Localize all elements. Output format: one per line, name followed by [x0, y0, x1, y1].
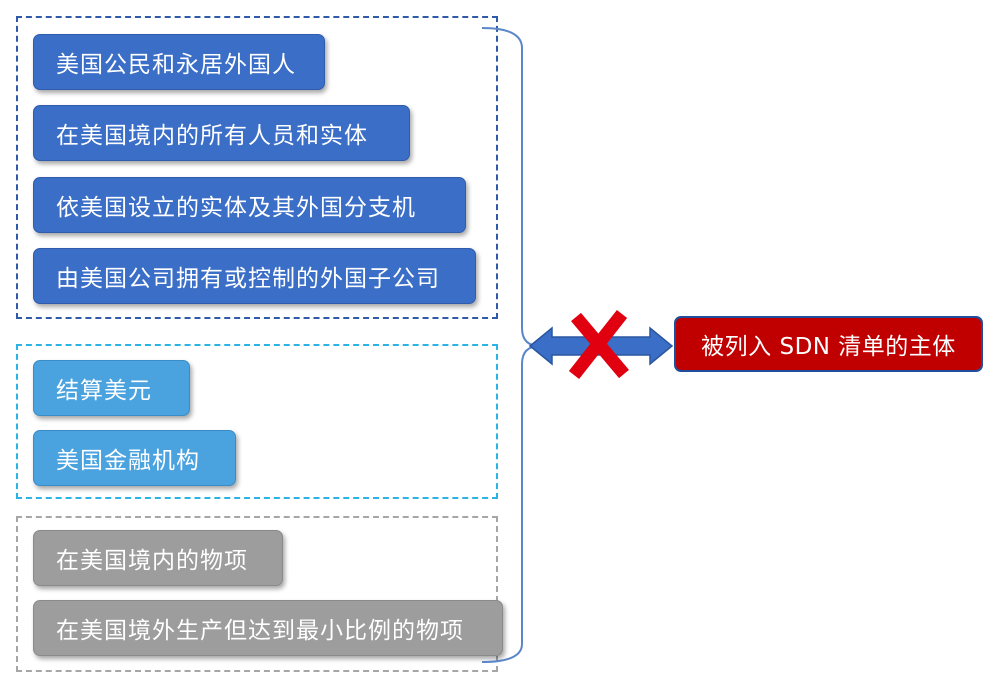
usd-settlement-box: 结算美元: [33, 360, 190, 416]
de-minimis-items-box: 在美国境外生产但达到最小比例的物项: [33, 600, 503, 656]
items-in-us-box: 在美国境内的物项: [33, 530, 283, 586]
cross-icon: [568, 309, 629, 380]
us-persons-group: [16, 16, 498, 319]
us-citizens-box: 美国公民和永居外国人: [33, 34, 325, 90]
us-financial-institutions-box: 美国金融机构: [33, 430, 236, 486]
sdn-listed-entity-box: 被列入 SDN 清单的主体: [674, 316, 983, 372]
persons-in-us-box: 在美国境内的所有人员和实体: [33, 105, 410, 161]
us-owned-subsidiaries-box: 由美国公司拥有或控制的外国子公司: [33, 248, 476, 304]
us-items-group: [16, 516, 498, 672]
us-entities-branches-box: 依美国设立的实体及其外国分支机: [33, 177, 466, 233]
usd-financial-group: [16, 344, 498, 499]
